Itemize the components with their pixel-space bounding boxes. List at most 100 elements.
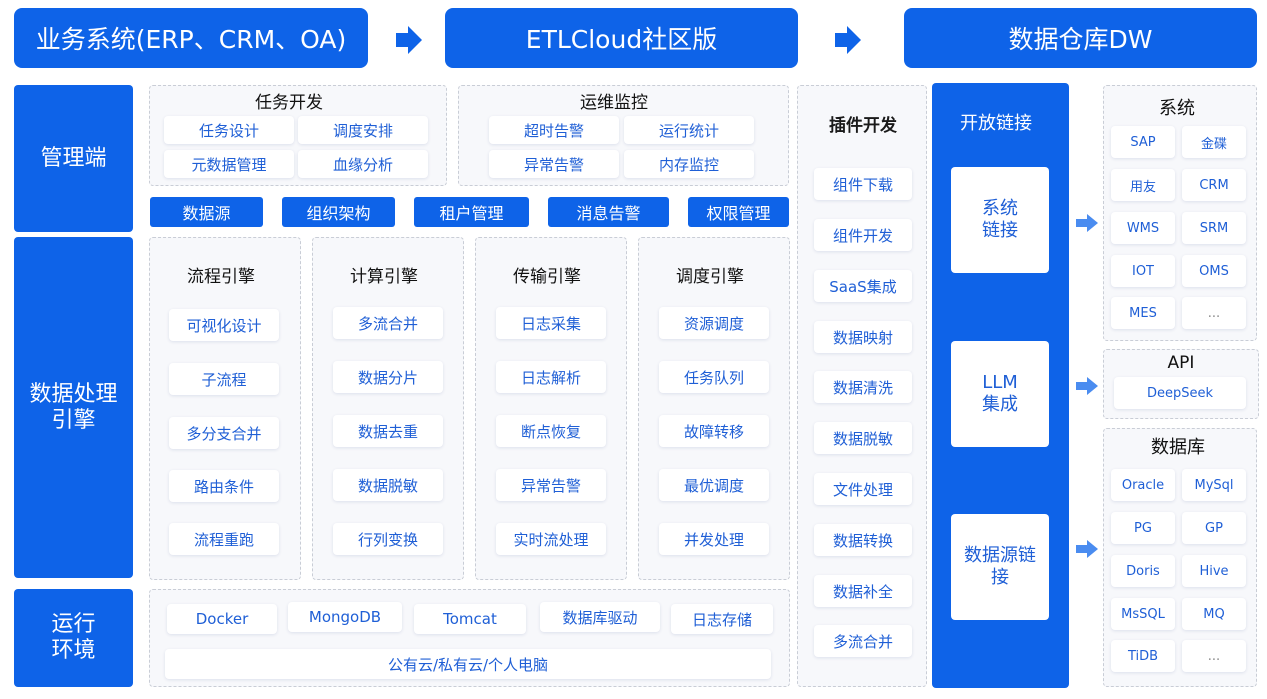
database-item[interactable]: Doris bbox=[1111, 555, 1175, 587]
task-dev-item[interactable]: 调度安排 bbox=[298, 116, 428, 144]
engine-item[interactable]: 流程重跑 bbox=[169, 523, 279, 555]
header-business-label: 业务系统(ERP、CRM、OA) bbox=[35, 25, 347, 54]
database-item[interactable]: MySql bbox=[1182, 469, 1246, 501]
plugin-item[interactable]: 文件处理 bbox=[814, 473, 912, 505]
arrow-right-icon bbox=[1076, 377, 1098, 399]
runtime-cloud[interactable]: 公有云/私有云/个人电脑 bbox=[165, 649, 771, 679]
mgmt-bar-item[interactable]: 权限管理 bbox=[688, 197, 789, 227]
plugin-item[interactable]: 数据转换 bbox=[814, 524, 912, 556]
engine-item[interactable]: 数据去重 bbox=[333, 415, 443, 447]
plugin-item[interactable]: 数据补全 bbox=[814, 575, 912, 607]
engine-item[interactable]: 资源调度 bbox=[659, 307, 769, 339]
side-engine: 数据处理 引擎 bbox=[14, 237, 133, 578]
task-dev-item[interactable]: 元数据管理 bbox=[164, 150, 294, 178]
runtime-panel: Docker MongoDB Tomcat 数据库驱动 日志存储 公有云/私有云… bbox=[149, 589, 790, 687]
engine-item[interactable]: 异常告警 bbox=[496, 469, 606, 501]
system-item[interactable]: SRM bbox=[1182, 212, 1246, 244]
engine-item[interactable]: 最优调度 bbox=[659, 469, 769, 501]
open-link-box[interactable]: 系统 链接 bbox=[951, 167, 1049, 273]
database-item[interactable]: PG bbox=[1111, 512, 1175, 544]
engine-item[interactable]: 断点恢复 bbox=[496, 415, 606, 447]
open-link-box[interactable]: 数据源链 接 bbox=[951, 514, 1049, 620]
header-dw: 数据仓库DW bbox=[904, 8, 1257, 68]
mgmt-bar-item[interactable]: 数据源 bbox=[150, 197, 263, 227]
engine-column: 流程引擎 可视化设计 子流程 多分支合并 路由条件 流程重跑 bbox=[149, 237, 301, 580]
api-panel: API DeepSeek bbox=[1103, 349, 1259, 419]
mgmt-bar-item[interactable]: 组织架构 bbox=[282, 197, 395, 227]
database-item[interactable]: ... bbox=[1182, 640, 1246, 672]
engine-item[interactable]: 并发处理 bbox=[659, 523, 769, 555]
engine-item[interactable]: 日志解析 bbox=[496, 361, 606, 393]
runtime-item[interactable]: Tomcat bbox=[414, 604, 526, 634]
plugin-item[interactable]: 组件开发 bbox=[814, 219, 912, 251]
task-dev-item[interactable]: 任务设计 bbox=[164, 116, 294, 144]
engine-item[interactable]: 日志采集 bbox=[496, 307, 606, 339]
header-business: 业务系统(ERP、CRM、OA) bbox=[14, 8, 368, 68]
ops-item[interactable]: 异常告警 bbox=[489, 150, 619, 178]
engine-item[interactable]: 子流程 bbox=[169, 363, 279, 395]
engine-item[interactable]: 多流合并 bbox=[333, 307, 443, 339]
side-runtime: 运行 环境 bbox=[14, 589, 133, 687]
plugin-item[interactable]: 组件下载 bbox=[814, 168, 912, 200]
plugin-title: 插件开发 bbox=[829, 115, 897, 136]
plugin-item[interactable]: 多流合并 bbox=[814, 625, 912, 657]
system-item[interactable]: OMS bbox=[1182, 255, 1246, 287]
engine-item[interactable]: 数据分片 bbox=[333, 361, 443, 393]
ops-item[interactable]: 内存监控 bbox=[624, 150, 754, 178]
engine-item[interactable]: 实时流处理 bbox=[496, 523, 606, 555]
header-dw-label: 数据仓库DW bbox=[1008, 25, 1153, 54]
engine-column: 调度引擎 资源调度 任务队列 故障转移 最优调度 并发处理 bbox=[638, 237, 790, 580]
engine-item[interactable]: 数据脱敏 bbox=[333, 469, 443, 501]
header-etl: ETLCloud社区版 bbox=[445, 8, 798, 68]
task-dev-item[interactable]: 血缘分析 bbox=[298, 150, 428, 178]
systems-panel: 系统 SAP 金碟 用友 CRM WMS SRM IOT OMS MES ... bbox=[1103, 85, 1257, 341]
ops-panel: 运维监控 超时告警 运行统计 异常告警 内存监控 bbox=[458, 85, 789, 186]
open-link-box[interactable]: LLM 集成 bbox=[951, 341, 1049, 447]
runtime-item[interactable]: 数据库驱动 bbox=[540, 602, 660, 632]
engine-item[interactable]: 多分支合并 bbox=[169, 417, 279, 449]
ops-item[interactable]: 运行统计 bbox=[624, 116, 754, 144]
engine-item[interactable]: 故障转移 bbox=[659, 415, 769, 447]
runtime-item[interactable]: 日志存储 bbox=[671, 604, 773, 634]
engine-item[interactable]: 路由条件 bbox=[169, 470, 279, 502]
plugin-item[interactable]: 数据映射 bbox=[814, 321, 912, 353]
task-dev-panel: 任务开发 任务设计 调度安排 元数据管理 血缘分析 bbox=[149, 85, 447, 186]
mgmt-bar-item[interactable]: 消息告警 bbox=[548, 197, 669, 227]
system-item[interactable]: MES bbox=[1111, 297, 1175, 329]
header-etl-label: ETLCloud社区版 bbox=[525, 25, 718, 54]
engine-title: 计算引擎 bbox=[350, 266, 418, 287]
system-item[interactable]: 金碟 bbox=[1182, 126, 1246, 158]
system-item[interactable]: WMS bbox=[1111, 212, 1175, 244]
plugin-item[interactable]: 数据清洗 bbox=[814, 371, 912, 403]
database-item[interactable]: TiDB bbox=[1111, 640, 1175, 672]
systems-title: 系统 bbox=[1159, 98, 1195, 119]
database-panel: 数据库 Oracle MySql PG GP Doris Hive MsSQL … bbox=[1103, 428, 1257, 687]
database-item[interactable]: Oracle bbox=[1111, 469, 1175, 501]
database-item[interactable]: Hive bbox=[1182, 555, 1246, 587]
system-item[interactable]: IOT bbox=[1111, 255, 1175, 287]
runtime-item[interactable]: MongoDB bbox=[288, 602, 402, 632]
engine-title: 传输引擎 bbox=[513, 266, 581, 287]
database-item[interactable]: MsSQL bbox=[1111, 598, 1175, 630]
open-link-panel: 开放链接 系统 链接 LLM 集成 数据源链 接 bbox=[932, 83, 1069, 688]
database-item[interactable]: MQ bbox=[1182, 598, 1246, 630]
engine-item[interactable]: 可视化设计 bbox=[169, 309, 279, 341]
plugin-item[interactable]: 数据脱敏 bbox=[814, 422, 912, 454]
system-item[interactable]: 用友 bbox=[1111, 169, 1175, 201]
system-item[interactable]: SAP bbox=[1111, 126, 1175, 158]
database-item[interactable]: GP bbox=[1182, 512, 1246, 544]
engine-item[interactable]: 行列变换 bbox=[333, 523, 443, 555]
side-mgmt: 管理端 bbox=[14, 85, 133, 232]
ops-item[interactable]: 超时告警 bbox=[489, 116, 619, 144]
mgmt-bar-item[interactable]: 租户管理 bbox=[414, 197, 529, 227]
ops-title: 运维监控 bbox=[580, 92, 648, 113]
arrow-right-icon bbox=[1076, 540, 1098, 562]
api-item[interactable]: DeepSeek bbox=[1114, 377, 1246, 409]
system-item[interactable]: CRM bbox=[1182, 169, 1246, 201]
engine-item[interactable]: 任务队列 bbox=[659, 361, 769, 393]
runtime-item[interactable]: Docker bbox=[167, 604, 277, 634]
engine-title: 流程引擎 bbox=[187, 266, 255, 287]
open-link-title: 开放链接 bbox=[960, 113, 1032, 134]
system-item[interactable]: ... bbox=[1182, 297, 1246, 329]
plugin-item[interactable]: SaaS集成 bbox=[814, 270, 912, 302]
